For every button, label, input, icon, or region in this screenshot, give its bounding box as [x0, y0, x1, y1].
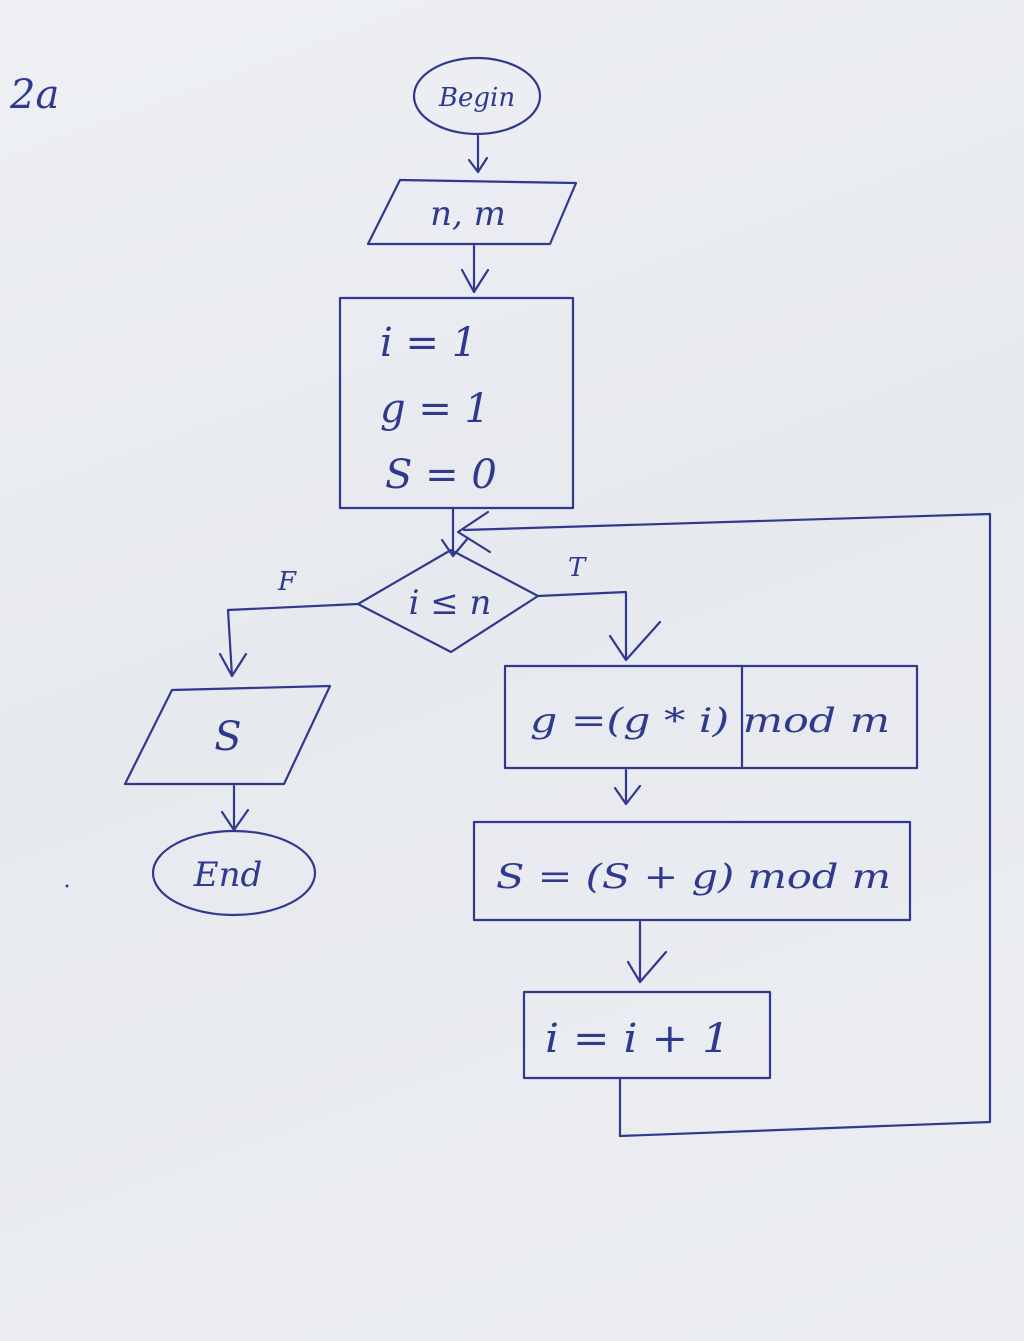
update-s-shape: [472, 820, 912, 922]
init-s-label: S = 0: [385, 452, 497, 498]
end-oval: [151, 829, 317, 917]
increment-box: i = i + 1: [522, 990, 772, 1080]
loop-back-line: [456, 510, 992, 1138]
update-s-box: S = (S + g) mod m: [472, 820, 912, 922]
decision-label: i ≤ n: [409, 583, 492, 623]
stray-dot: [65, 884, 69, 888]
end-label: End: [193, 855, 262, 895]
init-i-label: i = 1: [380, 320, 477, 366]
output-label: S: [214, 714, 241, 760]
update-g-label: g =(g * i) mod m: [530, 701, 890, 741]
page-label: 2a: [9, 72, 59, 118]
true-branch: T: [536, 553, 662, 662]
update-g-box: g =(g * i) mod m: [503, 664, 919, 770]
update-s-label: S = (S + g) mod m: [496, 857, 891, 897]
decision-shape: [356, 548, 540, 654]
input-parallelogram: n, m: [366, 178, 578, 246]
begin-terminator: Begin: [412, 56, 542, 136]
arrow-input-to-init: [460, 244, 490, 294]
arrow-update-s-to-increment: [626, 920, 668, 984]
init-g-label: g = 1: [380, 386, 490, 432]
arrow-init-to-decision: [440, 506, 470, 558]
arrow-begin-to-input: [467, 134, 489, 174]
init-box: [338, 296, 575, 510]
input-label: n, m: [430, 194, 506, 234]
output-parallelogram: S: [123, 684, 332, 786]
false-label: F: [277, 567, 297, 597]
decision-diamond: i ≤ n: [356, 548, 540, 654]
begin-oval: [412, 56, 542, 136]
false-branch: F: [218, 567, 360, 678]
begin-label: Begin: [438, 83, 515, 113]
init-process-box: i = 1 g = 1 S = 0: [338, 296, 575, 510]
arrow-output-to-end: [220, 784, 250, 832]
true-label: T: [568, 553, 587, 583]
arrow-update-g-to-s: [613, 768, 642, 806]
increment-shape: [522, 990, 772, 1080]
increment-label: i = i + 1: [545, 1016, 730, 1062]
end-terminator: End: [151, 829, 317, 917]
input-shape: [366, 178, 578, 246]
output-shape: [123, 684, 332, 786]
update-g-shape: [503, 664, 919, 770]
